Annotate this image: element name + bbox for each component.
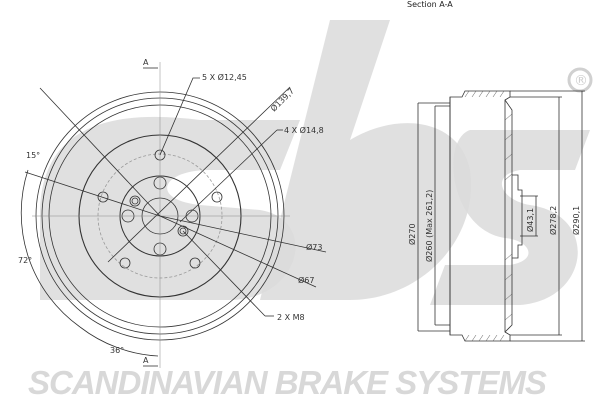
angle-72-label: 72° [18, 256, 32, 265]
d270-label: Ø270 [407, 223, 417, 245]
d73-label: Ø73 [306, 242, 322, 252]
m8-holes [129, 195, 189, 237]
d43-label: Ø43,1 [525, 208, 535, 232]
pcd-label: Ø139,7 [268, 86, 296, 114]
sbs-logo-watermark [40, 20, 593, 305]
angle-36-label: 36° [110, 346, 124, 355]
d278-label: Ø278,2 [548, 206, 558, 235]
d67-label: Ø67 [298, 275, 314, 285]
registered-mark: ® [574, 73, 588, 89]
section-marker-bottom: A [143, 356, 149, 365]
brand-watermark-text: SCANDINAVIAN BRAKE SYSTEMS [28, 364, 547, 400]
d290-label: Ø290,1 [571, 206, 581, 235]
section-marker-top: A [143, 58, 149, 67]
d260-label: Ø260 (Max 261,2) [424, 190, 434, 262]
hatching [464, 90, 513, 342]
small-holes-label: 4 X Ø14,8 [284, 125, 324, 135]
angle-15-label: 15° [26, 151, 40, 160]
section-view [417, 90, 585, 342]
threads-label: 2 X M8 [277, 313, 305, 322]
bolt-holes-label: 5 X Ø12,45 [202, 72, 247, 82]
front-view [20, 62, 327, 368]
section-title: Section A-A [407, 0, 453, 9]
